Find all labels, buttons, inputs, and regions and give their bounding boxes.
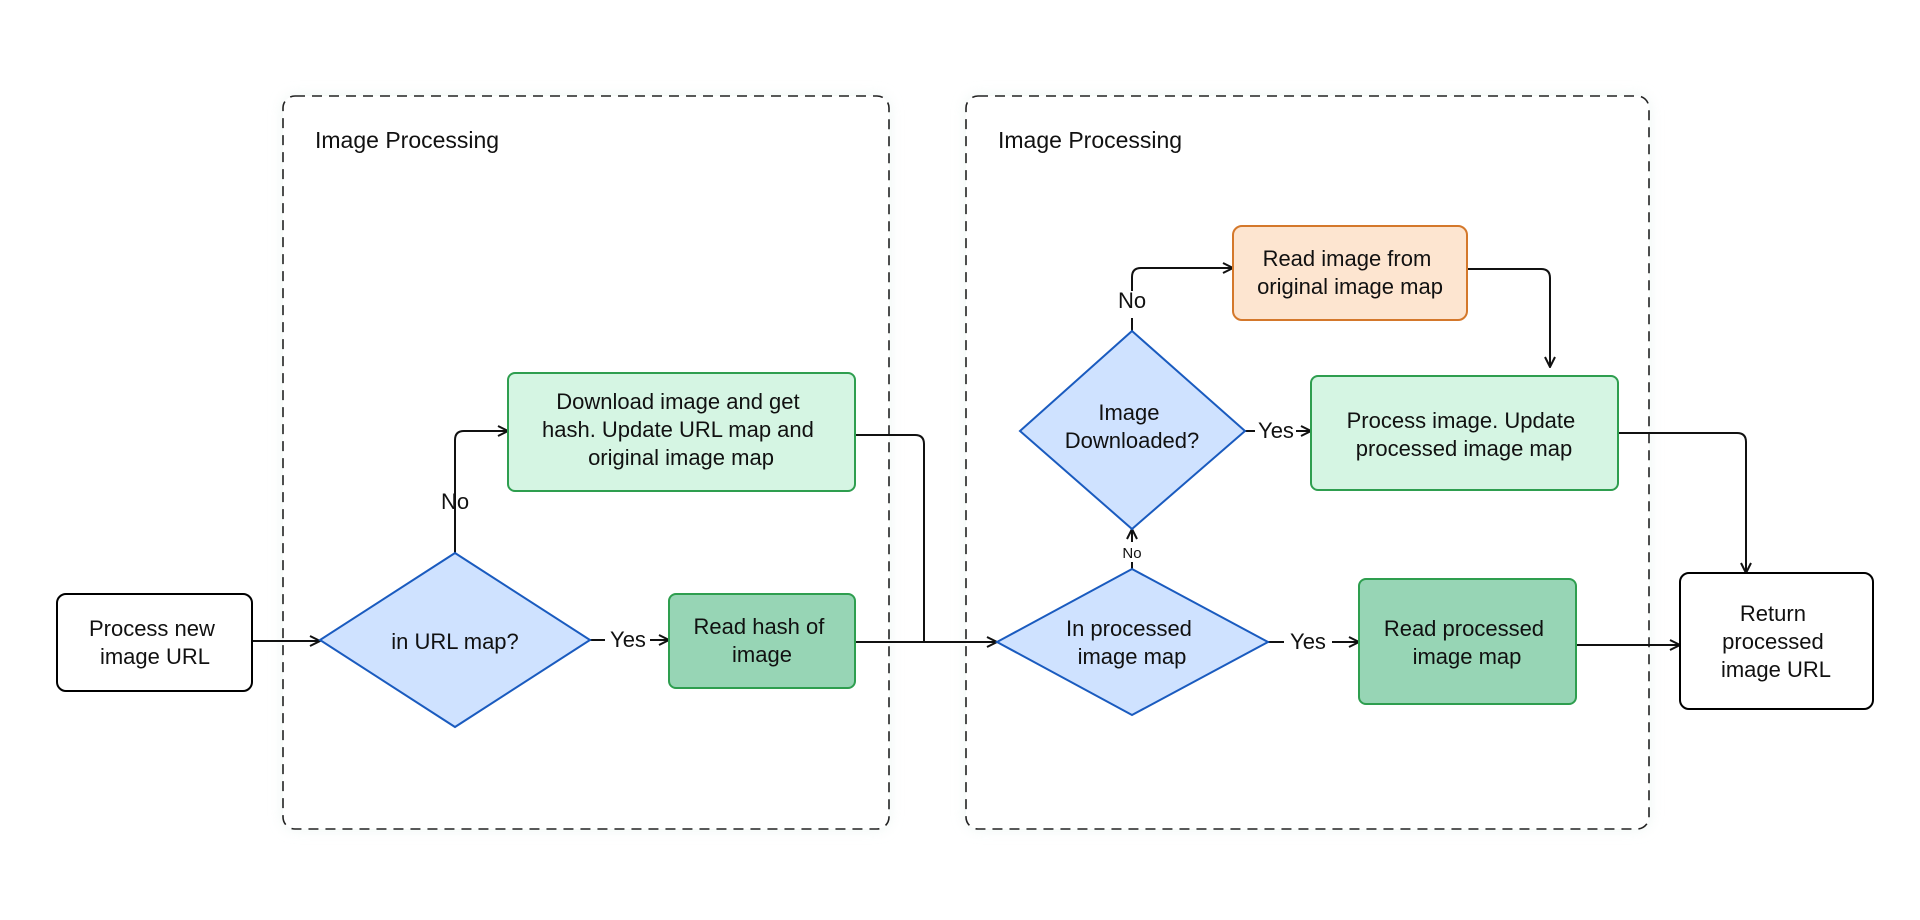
- group-title: Image Processing: [315, 127, 499, 153]
- edge-downloaded-no-readorig: No: [1118, 268, 1233, 331]
- edge-downloaded-yes-processimg: Yes: [1245, 418, 1311, 443]
- node-label-line: in URL map?: [391, 629, 519, 654]
- svg-text:Read processed image map: Read processed image map: [1384, 616, 1550, 669]
- edge-label-yes: Yes: [1290, 629, 1326, 654]
- node-label-line: image URL: [1721, 657, 1831, 682]
- edge-urlmap-no-download: No: [441, 431, 508, 553]
- svg-text:Read hash of image: Read hash of image: [694, 614, 831, 667]
- decision-in-processed-image-map: In processed image map: [994, 567, 1271, 717]
- node-read-processed-image-map: Read processed image map: [1358, 578, 1577, 705]
- edge-processimg-to-return: [1618, 432, 1746, 573]
- svg-text:Image Downloaded?: Image Downloaded?: [1065, 400, 1200, 453]
- node-read-hash-of-image: Read hash of image: [668, 593, 856, 689]
- svg-text:Download image and get h: Download image and get hash. Update URL …: [542, 389, 820, 470]
- node-label-line: image map: [1078, 644, 1187, 669]
- node-label-line: processed image map: [1356, 436, 1572, 461]
- node-return-processed-image-url: Return processed image URL: [1679, 572, 1874, 710]
- node-label-line: In processed: [1066, 616, 1192, 641]
- node-label-line: original image map: [1257, 274, 1443, 299]
- edge-label-no: No: [1118, 288, 1146, 313]
- node-label-line: hash. Update URL map and: [542, 417, 814, 442]
- svg-text:in URL map?: in URL map?: [391, 629, 519, 654]
- node-label-line: Download image and get: [556, 389, 799, 414]
- node-process-image: Process image. Update processed image ma…: [1310, 375, 1619, 491]
- edge-label-no: No: [441, 489, 469, 514]
- edge-urlmap-yes-readhash: Yes: [590, 627, 669, 652]
- node-label-line: original image map: [588, 445, 774, 470]
- svg-text:Process image. Update pr: Process image. Update processed image ma…: [1347, 408, 1582, 461]
- edge-readorig-to-processimg: [1467, 268, 1550, 367]
- svg-text:Process new image URL: Process new image URL: [89, 616, 221, 669]
- edges: No Yes No Yes No: [253, 268, 1746, 654]
- decision-in-url-map: in URL map?: [318, 551, 592, 729]
- edge-download-to-inprocessed: [855, 434, 925, 642]
- node-label-line: processed: [1722, 629, 1824, 654]
- node-label-line: image URL: [100, 644, 210, 669]
- node-label-line: Downloaded?: [1065, 428, 1200, 453]
- edge-label-yes: Yes: [610, 627, 646, 652]
- edge-inprocessed-yes-readprocessed: Yes: [1268, 629, 1359, 654]
- decision-image-downloaded: Image Downloaded?: [1018, 329, 1247, 531]
- node-label-line: Read image from: [1263, 246, 1432, 271]
- node-label-line: image: [732, 642, 792, 667]
- edge-label-no: No: [1122, 545, 1141, 562]
- group-title: Image Processing: [998, 127, 1182, 153]
- node-read-image-from-original-map: Read image from original image map: [1232, 225, 1468, 321]
- node-label-line: Read hash of: [694, 614, 826, 639]
- node-label-line: Process image. Update: [1347, 408, 1576, 433]
- svg-text:Return processed i: Return processed image URL: [1721, 601, 1831, 682]
- svg-text:In processed image map: In processed image map: [1066, 616, 1198, 669]
- node-download-image: Download image and get hash. Update URL …: [507, 372, 856, 492]
- node-label-line: Return: [1740, 601, 1806, 626]
- node-label-line: image map: [1413, 644, 1522, 669]
- edge-inprocessed-no-downloaded: No: [1122, 529, 1142, 569]
- node-process-new-image-url: Process new image URL: [56, 593, 253, 692]
- node-label-line: Image: [1098, 400, 1159, 425]
- svg-text:Read image from original: Read image from original image map: [1257, 246, 1443, 299]
- node-label-line: Read processed: [1384, 616, 1544, 641]
- edge-label-yes: Yes: [1258, 418, 1294, 443]
- node-label-line: Process new: [89, 616, 215, 641]
